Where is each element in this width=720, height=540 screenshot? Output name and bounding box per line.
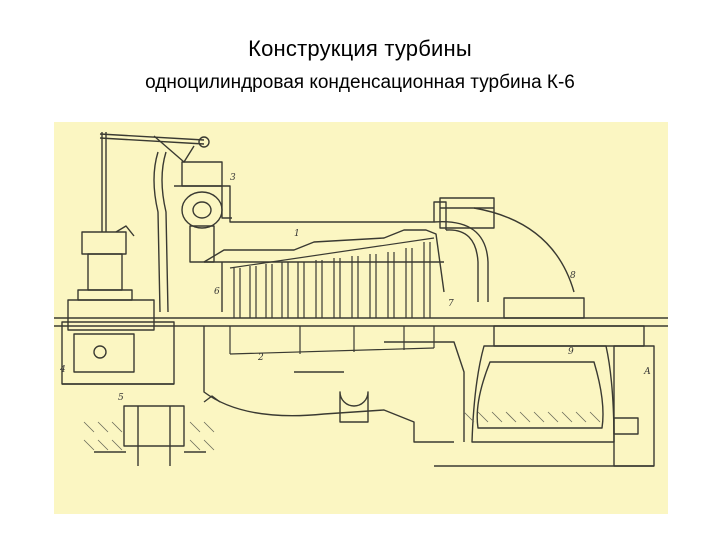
callout-3: 3 <box>230 173 236 183</box>
governor-tower <box>67 225 155 331</box>
upper-casing <box>203 229 445 312</box>
foundation-bolts <box>94 395 221 466</box>
callout-4: 4 <box>59 365 66 375</box>
steam-valve-chest <box>153 151 447 313</box>
callout-9: 9 <box>568 347 574 357</box>
governor-linkage <box>99 132 210 232</box>
turbine-drawing: 3 1 6 7 8 2 9 4 5 А <box>54 122 668 514</box>
callout-2: 2 <box>257 353 264 363</box>
rear-pedestal <box>434 297 655 467</box>
callout-labels: 3 1 6 7 8 2 9 4 5 А <box>59 173 651 403</box>
callout-A: А <box>643 367 651 377</box>
blade-stages <box>229 237 435 355</box>
foundation-hatching <box>83 411 601 451</box>
callout-5: 5 <box>118 393 124 403</box>
front-pedestal <box>61 321 175 385</box>
callout-8: 8 <box>570 271 576 281</box>
callout-7: 7 <box>448 299 454 309</box>
slide-title: Конструкция турбины <box>248 36 472 61</box>
slide-subtitle: одноцилиндровая конденсационная турбина … <box>145 72 575 93</box>
crossover-pipe <box>433 207 575 302</box>
exhaust-hood <box>439 197 495 229</box>
turbine-drawing-svg: 3 1 6 7 8 2 9 4 5 А <box>54 132 668 467</box>
lower-casing <box>203 326 465 443</box>
callout-6: 6 <box>214 287 220 297</box>
callout-1: 1 <box>294 229 300 239</box>
